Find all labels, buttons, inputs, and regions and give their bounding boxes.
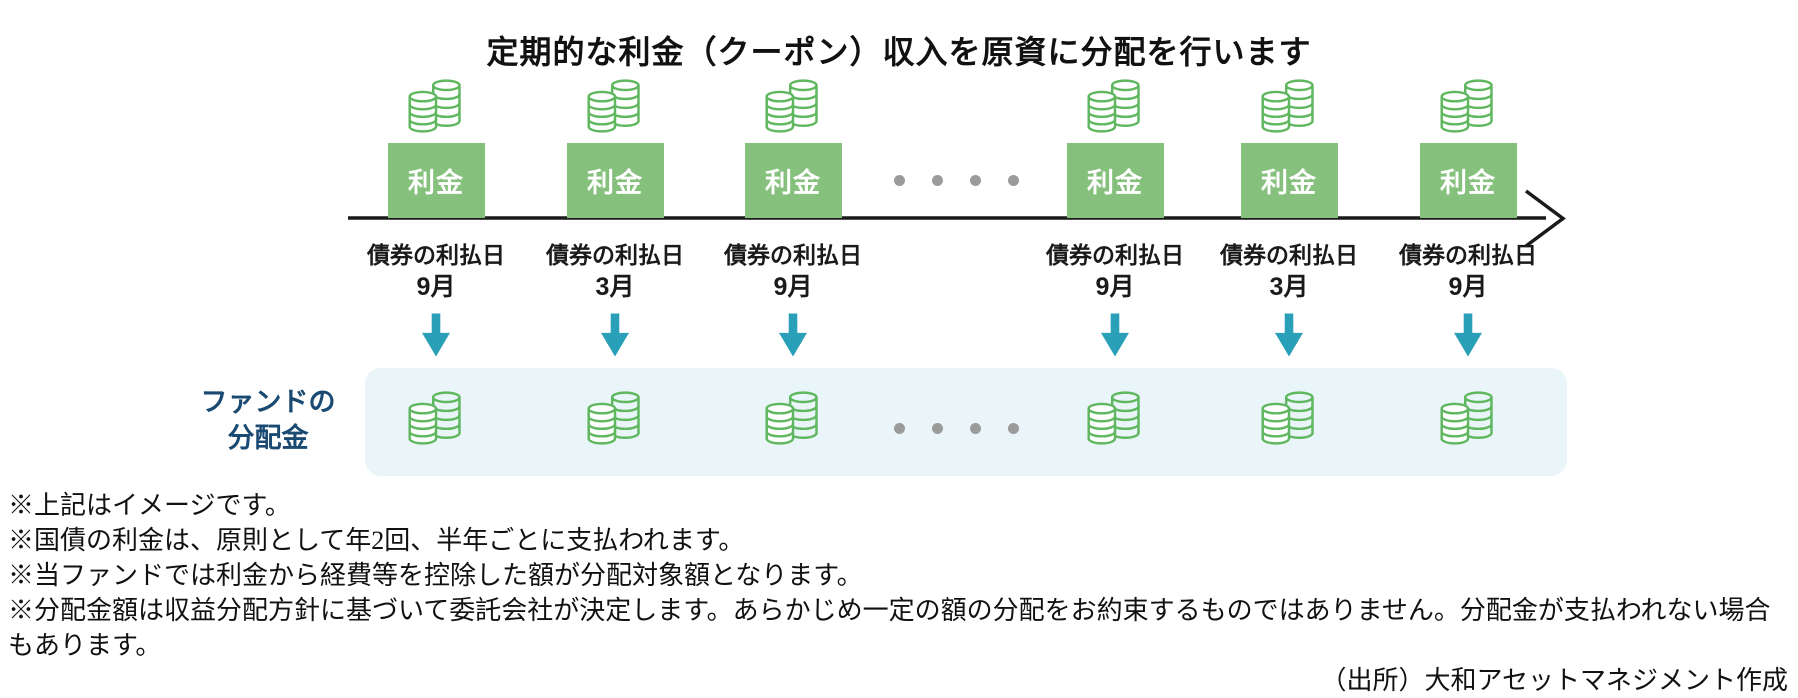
payment-month-label: 9月 [1095, 273, 1135, 301]
coupon-box-label: 利金 [1440, 168, 1496, 198]
footnote: ※上記はイメージです。 [8, 491, 291, 520]
footnote: ※国債の利金は、原則として年2回、半年ごとに支払われます。 [8, 526, 745, 555]
coupon-box: 利金 [566, 143, 664, 218]
coin-stack-icon [584, 388, 646, 448]
payment-date-label: 債券の利払日 [1046, 242, 1184, 268]
payment-date-label: 債券の利払日 [1220, 242, 1358, 268]
timeline-event-column: 利金 債券の利払日 3月 [1219, 76, 1359, 456]
payment-date-label: 債券の利払日 [367, 242, 505, 268]
coin-stack-icon [762, 76, 824, 136]
coin-stack-icon [1437, 388, 1499, 448]
down-arrow-icon [1101, 313, 1129, 357]
payment-month-label: 9月 [1448, 273, 1488, 301]
down-arrow-icon [601, 313, 629, 357]
coin-stack-icon [405, 388, 467, 448]
payment-date-label: 債券の利払日 [546, 242, 684, 268]
payment-month-label: 9月 [773, 273, 813, 301]
timeline-event-column: 利金 債券の利払日 9月 [366, 76, 506, 456]
fund-distribution-label: ファンドの 分配金 [150, 384, 386, 456]
coin-stack-icon [1258, 76, 1320, 136]
coupon-box-label: 利金 [587, 168, 643, 198]
ellipsis-dot [932, 175, 943, 186]
source-attribution: （出所）大和アセットマネジメント作成 [1320, 666, 1788, 695]
timeline-event-column: 利金 債券の利払日 9月 [723, 76, 863, 456]
coin-stack-icon [1258, 388, 1320, 448]
coupon-box-label: 利金 [765, 168, 821, 198]
ellipsis-dot [932, 423, 943, 434]
down-arrow-icon [422, 313, 450, 357]
fund-distribution-panel [365, 368, 1567, 476]
ellipsis-dot [970, 175, 981, 186]
timeline-event-column: 利金 債券の利払日 3月 [545, 76, 685, 456]
timeline-event-column: 利金 債券の利払日 9月 [1045, 76, 1185, 456]
ellipsis-dot [970, 423, 981, 434]
coin-stack-icon [1437, 76, 1499, 136]
coin-stack-icon [1084, 76, 1146, 136]
fund-label-line1: ファンドの [200, 387, 336, 417]
down-arrow-icon [1454, 313, 1482, 357]
timeline-arrowhead-icon [1524, 189, 1566, 248]
footnotes: ※上記はイメージです。 ※国債の利金は、原則として年2回、半年ごとに支払われます。… [8, 488, 1792, 663]
down-arrow-icon [1275, 313, 1303, 357]
coupon-box-label: 利金 [1087, 168, 1143, 198]
coin-stack-icon [405, 76, 467, 136]
coupon-box: 利金 [744, 143, 842, 218]
fund-label-line2: 分配金 [227, 423, 309, 453]
coin-stack-icon [584, 76, 646, 136]
timeline-ellipsis-dots [894, 175, 1019, 186]
coupon-box: 利金 [1419, 143, 1517, 218]
payment-month-label: 9月 [416, 273, 456, 301]
page-title: 定期的な利金（クーポン）収入を原資に分配を行います [486, 34, 1312, 71]
coupon-box-label: 利金 [1261, 168, 1317, 198]
coupon-box: 利金 [1240, 143, 1338, 218]
footnote: ※当ファンドでは利金から経費等を控除した額が分配対象額となります。 [8, 561, 863, 590]
footnote: ※分配金額は収益分配方針に基づいて委託会社が決定します。あらかじめ一定の額の分配… [8, 596, 1771, 660]
ellipsis-dot [894, 423, 905, 434]
ellipsis-dot [894, 175, 905, 186]
payment-month-label: 3月 [595, 273, 635, 301]
panel-ellipsis-dots [894, 423, 1019, 434]
coin-stack-icon [1084, 388, 1146, 448]
down-arrow-icon [779, 313, 807, 357]
coupon-box: 利金 [1066, 143, 1164, 218]
coupon-box-label: 利金 [408, 168, 464, 198]
ellipsis-dot [1008, 175, 1019, 186]
payment-month-label: 3月 [1269, 273, 1309, 301]
payment-date-label: 債券の利払日 [724, 242, 862, 268]
coin-stack-icon [762, 388, 824, 448]
timeline-event-column: 利金 債券の利払日 9月 [1398, 76, 1538, 456]
coupon-box: 利金 [387, 143, 485, 218]
ellipsis-dot [1008, 423, 1019, 434]
payment-date-label: 債券の利払日 [1399, 242, 1537, 268]
